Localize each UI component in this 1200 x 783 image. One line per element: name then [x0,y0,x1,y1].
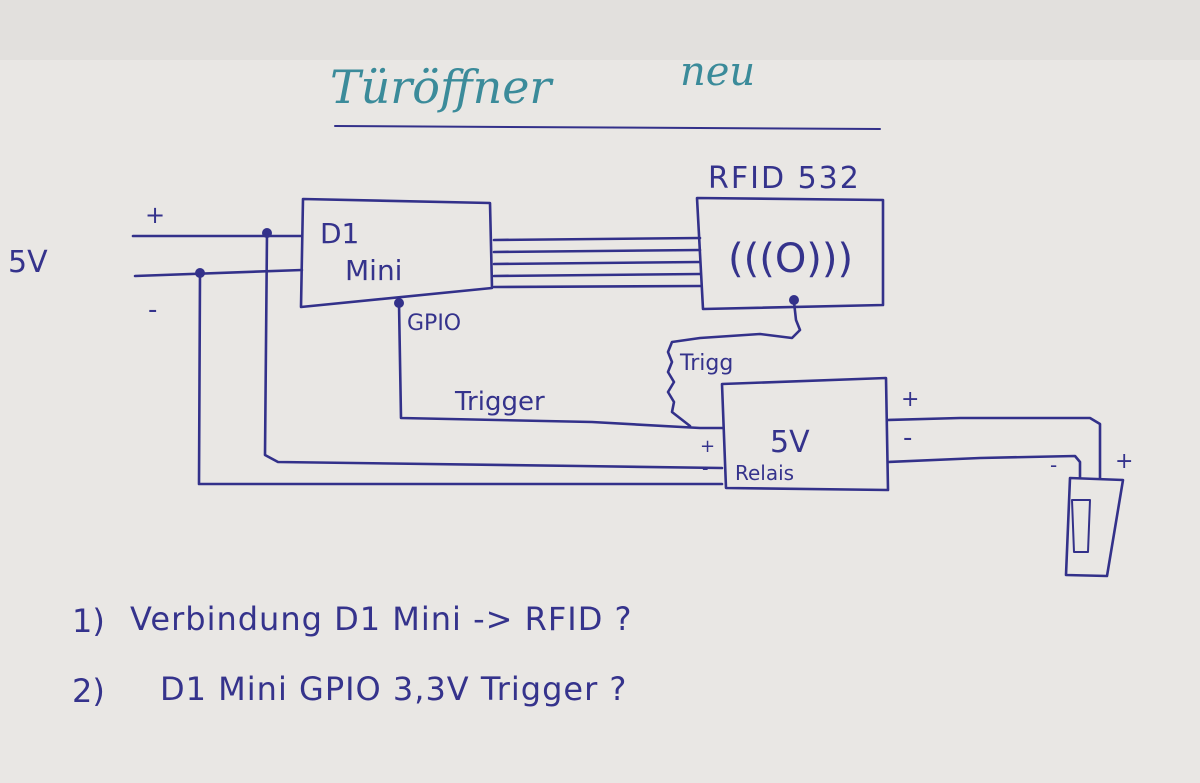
relay-box [720,376,890,492]
lock-plus-wire [886,416,1102,480]
rfid-label: RFID 532 [708,161,861,196]
relay-plus-in-label: + [700,436,715,457]
rfid-trigger-wire [666,300,802,428]
bus-wire-5 [492,284,702,289]
question-1-number: 1) [72,602,105,640]
title-underline [334,125,881,130]
relay-label-line1: 5V [770,425,810,460]
relay-plus-feed [263,231,724,470]
relay-label-line2: Relais [735,461,794,485]
lock-minus-label: - [1050,453,1057,477]
gpio-trigger-wire [397,301,724,430]
question-2-text: D1 Mini GPIO 3,3V Trigger ? [160,670,627,708]
door-lock-box [1064,476,1125,578]
supply-label: 5V [8,245,48,280]
rfid-trigger-label: Trigg [679,351,733,376]
relay-minus-out-label: - [903,423,912,453]
door-lock-bolt-icon [1071,499,1091,553]
bus-wire-4 [492,272,702,278]
bus-wire-3 [492,260,702,266]
rfid-box [695,196,885,311]
relay-plus-out-label: + [901,387,919,412]
lock-plus-label: + [1115,449,1133,474]
relay-minus-in-label: - [702,458,709,479]
question-2-number: 2) [72,672,105,710]
lock-minus-wire [886,454,1082,480]
bus-wire-2 [492,248,702,254]
rfid-antenna-icon: (((O))) [728,236,853,282]
d1-mini-label-line2: Mini [345,254,402,287]
gpio-trigger-label: Trigger [454,387,545,417]
relay-minus-feed [197,271,724,486]
supply-plus-label: + [145,201,165,229]
supply-minus-rail [133,268,304,278]
d1-mini-box [299,197,494,309]
question-1-text: Verbindung D1 Mini -> RFID ? [130,600,633,638]
supply-minus-label: - [148,295,157,325]
gpio-label: GPIO [407,311,461,336]
paper-shadow [0,0,1200,60]
d1-mini-label-line1: D1 [320,217,359,250]
rfid-trigger-pin [789,295,799,305]
title-main: Türöffner [330,60,554,114]
title-suffix: neu [680,49,755,95]
bus-wire-1 [492,236,702,242]
